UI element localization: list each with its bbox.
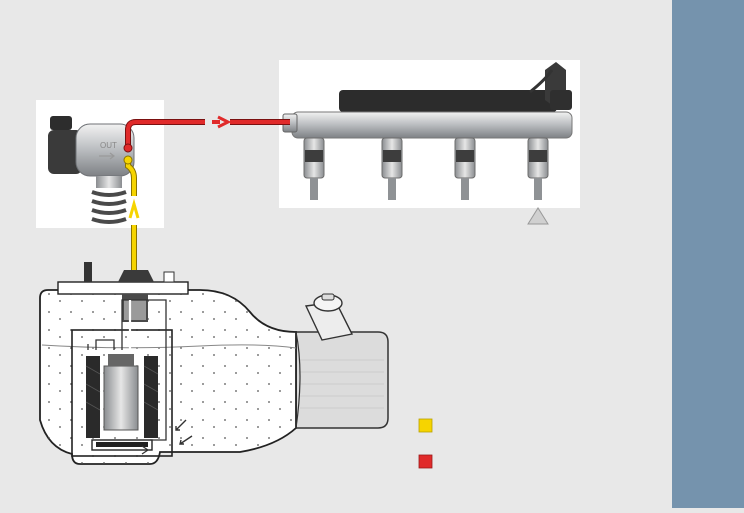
injector-marker — [527, 207, 549, 225]
high-pressure-line — [123, 115, 290, 153]
low-pressure-line — [123, 155, 140, 275]
high-pressure-pump: OUT — [48, 116, 135, 224]
fuel-pump-module — [57, 262, 193, 457]
fuel-rail — [282, 62, 573, 200]
diagram-canvas: OUT — [36, 60, 580, 469]
side-panel — [672, 0, 744, 508]
legend-swatch-high-pressure — [418, 454, 433, 469]
pump-out-label: OUT — [100, 141, 117, 150]
legend-swatch-low-pressure — [418, 418, 433, 433]
